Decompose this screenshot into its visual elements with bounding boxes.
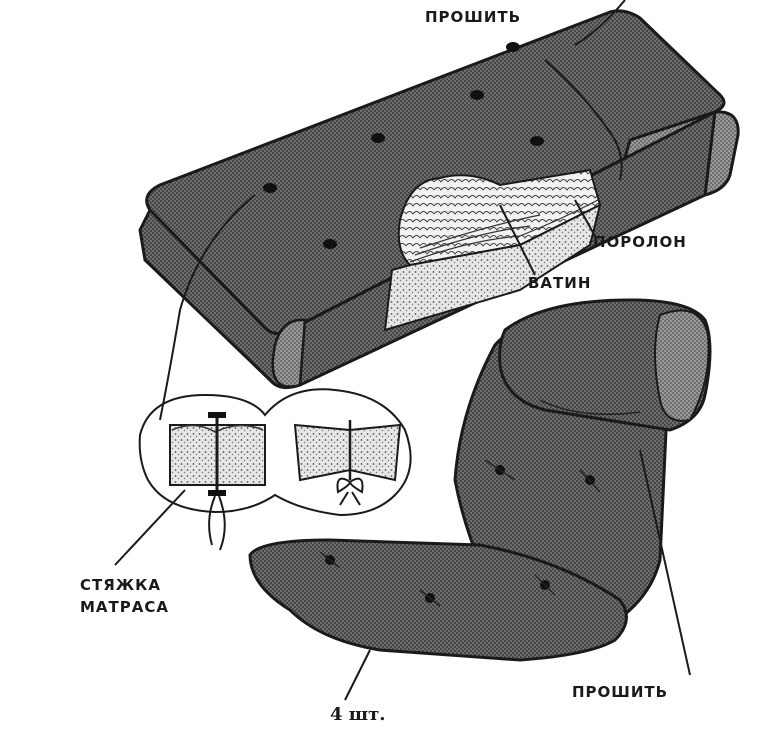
tufting-buttons [263, 42, 544, 249]
mattress-side-face [138, 109, 717, 390]
seat-cushion [248, 298, 712, 662]
leader-quantity [344, 649, 371, 701]
mattress [138, 9, 740, 390]
tuft-button [263, 183, 277, 193]
leader-stitch-top [574, 0, 626, 46]
label-quantity: 4 шт. [330, 704, 386, 725]
tuft-creases [319, 399, 641, 607]
detail-connector [159, 194, 256, 421]
mattress-end-left [271, 318, 307, 388]
end-seam [544, 59, 623, 181]
cutaway-batting [397, 168, 602, 267]
bow-knot [336, 477, 364, 506]
cushion-seat [248, 538, 628, 662]
tuft-button [323, 239, 337, 249]
sample-left-top-layer [171, 424, 264, 433]
leader-stitch-bottom [639, 449, 691, 676]
tie-button-top [208, 412, 226, 418]
cutaway-foam [383, 203, 602, 332]
label-batting: ВАТИН [528, 274, 591, 292]
tie-detail [138, 194, 412, 551]
headroll-end [654, 309, 710, 422]
tuft-button [470, 90, 484, 100]
label-tie-line1: СТЯЖКА [80, 576, 161, 594]
label-tie-line2: МАТРАСА [80, 598, 169, 616]
label-stitch-top: ПРОШИТЬ [425, 8, 521, 26]
tuft-button [371, 133, 385, 143]
cord-ends-left [208, 495, 226, 551]
cutaway-layers [409, 199, 599, 263]
label-stitch-bottom: ПРОШИТЬ [572, 683, 668, 701]
label-foam: ПОРОЛОН [593, 233, 687, 251]
tuft-button [506, 42, 520, 52]
leader-foam [574, 199, 597, 239]
tuft-button [530, 136, 544, 146]
leader-batting [499, 204, 536, 276]
tie-button-bottom [208, 490, 226, 496]
leader-tie [114, 489, 186, 566]
